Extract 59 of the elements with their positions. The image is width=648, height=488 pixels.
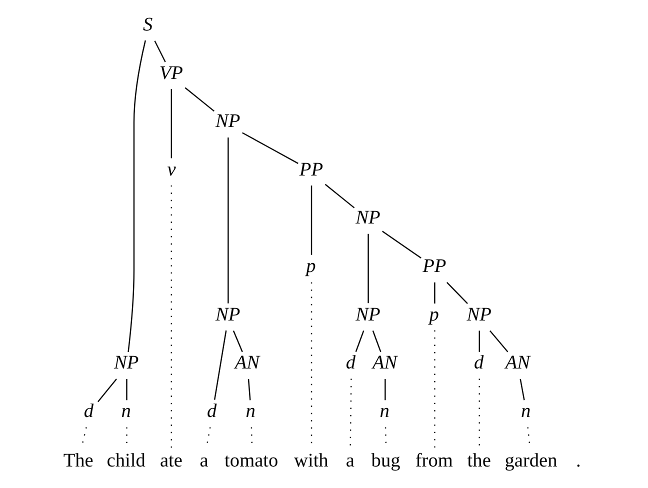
connector xyxy=(367,233,368,303)
connector xyxy=(324,183,354,208)
node-text: AN xyxy=(504,352,530,374)
node-text: child xyxy=(106,450,145,471)
node-text: NP xyxy=(466,304,491,325)
node-text: v xyxy=(166,158,176,180)
connector xyxy=(242,132,298,164)
node-text: a xyxy=(345,450,354,471)
connector xyxy=(310,185,312,254)
connector xyxy=(170,88,172,158)
connector xyxy=(384,378,386,400)
node-text: d xyxy=(83,400,94,422)
connector xyxy=(478,330,480,352)
node-text: n xyxy=(520,400,530,422)
connector xyxy=(232,330,242,352)
node-text: NP xyxy=(215,304,240,325)
node-text: p xyxy=(428,304,438,325)
node-text: VP xyxy=(158,62,182,84)
connector xyxy=(97,378,116,402)
node-text: AN xyxy=(372,352,397,374)
connector xyxy=(247,378,250,400)
connector xyxy=(354,330,364,352)
node-text: from xyxy=(414,450,452,471)
node-text: d xyxy=(345,352,356,374)
connector xyxy=(227,136,228,303)
node-text: n xyxy=(120,400,130,422)
node-text: PP xyxy=(298,158,323,180)
node-text: garden xyxy=(504,450,557,471)
node-text: AN xyxy=(234,352,260,374)
connector xyxy=(434,282,435,304)
node-text: d xyxy=(473,352,484,374)
node-text: NP xyxy=(355,207,380,228)
node-text: NP xyxy=(215,110,240,132)
connector xyxy=(372,330,381,352)
node-text: NP xyxy=(355,304,380,325)
node-text: n xyxy=(379,400,389,422)
node-text: S xyxy=(142,14,152,35)
connector xyxy=(214,330,226,400)
node-text: bug xyxy=(370,450,400,471)
label: . xyxy=(576,450,580,471)
node-text: p xyxy=(306,256,316,277)
node-text: NP xyxy=(114,352,138,374)
connector xyxy=(154,40,166,62)
node-text: d xyxy=(206,400,216,422)
connector xyxy=(446,281,468,304)
node-text: a xyxy=(199,450,208,471)
connector xyxy=(126,378,127,400)
connector xyxy=(127,40,146,352)
node-text: with xyxy=(294,450,328,471)
node-text: the xyxy=(466,450,490,471)
node-text: n xyxy=(245,400,255,422)
connector xyxy=(488,330,508,352)
connector xyxy=(184,86,214,112)
connector xyxy=(382,230,421,258)
node-text: PP xyxy=(422,256,446,277)
node-text: tomato xyxy=(224,450,278,471)
connector xyxy=(519,378,524,400)
node-text: The xyxy=(62,450,93,471)
node-text: ate xyxy=(159,450,182,471)
